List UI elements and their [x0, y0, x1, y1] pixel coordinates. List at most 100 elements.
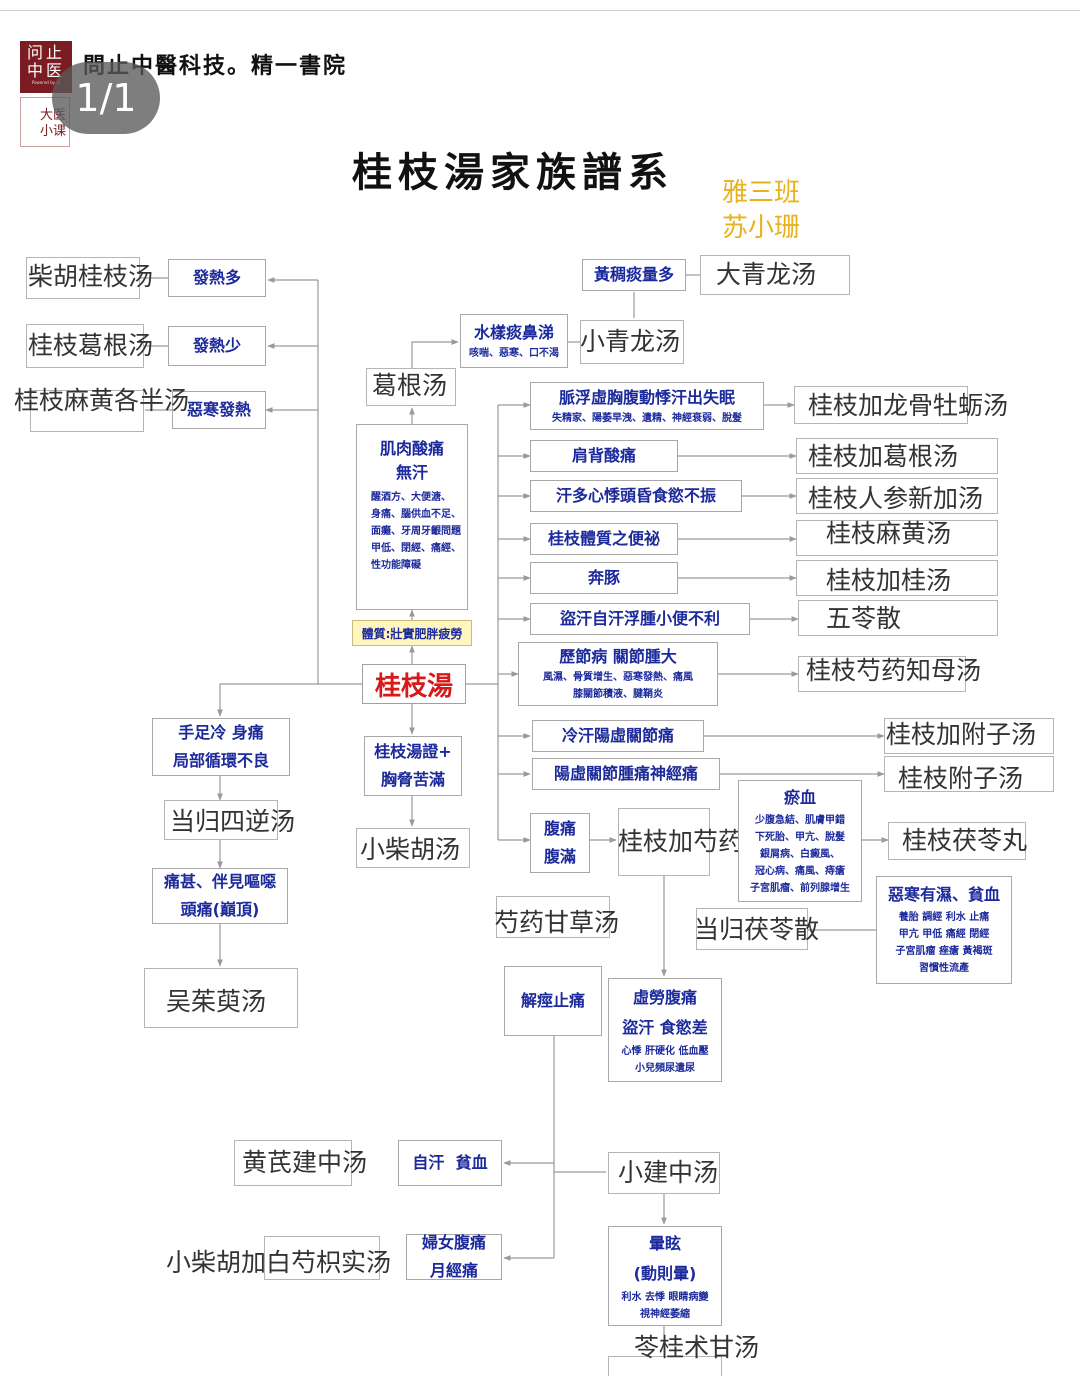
stasis-sub-1: 少腹急結、肌膚甲錯: [755, 814, 845, 826]
vertigo-sub-1: 利水 去悸 眼睛病變: [621, 1292, 709, 1303]
abd-full-label: 腹滿: [543, 847, 576, 866]
stasis-sub-3: 銀屑病、白癜風、: [760, 848, 840, 860]
fever-low-label: 發熱少: [192, 336, 241, 355]
chaihu-sign-label-1: 桂枝湯證+: [374, 742, 452, 761]
cold-damp-sub-4: 習慣性流產: [919, 963, 969, 974]
formula-huangqi-jianzhong: 黄芪建中汤: [242, 1148, 368, 1177]
danggui-sini-frame: [164, 800, 278, 840]
xiao-chaihu-frame: [356, 828, 470, 868]
vertigo-title-2: (動則暈): [633, 1264, 697, 1283]
headache-label-2: 頭痛(巔頂): [180, 900, 260, 919]
logo-text-1: 问止: [26, 43, 65, 62]
longgu-muli-frame: [794, 386, 968, 424]
cold-damp-sub-2: 甲亢 甲低 痛經 閉經: [898, 929, 990, 940]
self-sweat-label: 自汗 貧血: [412, 1153, 488, 1172]
stasis-box: 瘀血 少腹急結、肌膚甲錯 下死胎、甲亢、脫髮 銀屑病、白癜風、 冠心病、痛風、痔…: [738, 780, 862, 902]
formula-guizhi-gegen: 桂枝葛根汤: [28, 331, 154, 360]
spasm-label: 解痙止痛: [520, 991, 585, 1010]
wuzhuyu-frame: [144, 968, 298, 1028]
formula-da-qinglong: 大青龙汤: [716, 260, 817, 289]
formula-jia-shaoyao: 桂枝加芍药: [618, 827, 744, 856]
constitution-note: 體質:壯實肥胖疲勞: [352, 620, 472, 646]
guizhi-mahuang-frame: [796, 520, 998, 556]
shaoyao-zhimu-frame: [798, 656, 966, 692]
formula-wuling: 五苓散: [826, 604, 902, 633]
sweat-palp-label: 汗多心悸頭昏食慾不振: [555, 486, 716, 505]
formula-shaoyao-zhimu: 桂枝芍药知母汤: [806, 656, 982, 685]
vertigo-title: 暈眩: [648, 1234, 681, 1253]
author-line-1: 雅三班: [722, 178, 801, 208]
stasis-title: 瘀血: [783, 787, 816, 807]
formula-jia-fuzi: 桂枝加附子汤: [886, 720, 1037, 749]
formula-wuzhuyu: 吴茱萸汤: [166, 987, 267, 1016]
watery-phlegm-box: 水樣痰鼻涕 咳喘、惡寒、口不渴: [460, 314, 568, 368]
guizhi-tang-core: 桂枝湯: [362, 664, 466, 704]
muscle-sub-2: 身痛、腦供血不足、: [371, 509, 461, 520]
bentun-label: 奔豚: [587, 568, 620, 587]
page-indicator: 1/1: [52, 62, 160, 134]
joint-title: 歷節病 關節腫大: [559, 647, 677, 666]
formula-jia-gui: 桂枝加桂汤: [826, 566, 952, 595]
formula-fuzi: 桂枝附子汤: [898, 764, 1024, 793]
abdomen-box: 腹痛 腹滿: [530, 813, 590, 873]
fever-low-box: 發熱少: [168, 326, 266, 366]
formula-xiao-jianzhong: 小建中汤: [618, 1158, 719, 1187]
spasm-box: 解痙止痛: [504, 966, 602, 1036]
vertigo-sub-2: 視神經萎縮: [640, 1309, 690, 1320]
xulao-sub-1: 心悸 肝硬化 低血壓: [621, 1046, 709, 1057]
stasis-sub-5: 子宮肌瘤、前列腺增生: [750, 882, 850, 894]
muscle-sub-5: 性功能障礙: [371, 560, 421, 571]
sweat-palp-box: 汗多心悸頭昏食慾不振: [530, 480, 742, 512]
formula-fuling-wan: 桂枝茯苓丸: [902, 826, 1028, 855]
menses-pain-label: 月經痛: [429, 1261, 478, 1280]
night-sweat-box: 盜汗自汗浮腫小便不利: [530, 603, 750, 635]
abd-pain-label: 腹痛: [543, 819, 576, 838]
gegen-frame: [366, 368, 456, 406]
guizhi-mahuang-half-frame: [30, 390, 144, 432]
muscle-pain-title: 肌肉酸痛: [379, 439, 444, 458]
joint-sub-2: 膝關節積液、腱鞘炎: [573, 689, 663, 700]
xulao-title-2: 盜汗 食慾差: [622, 1018, 708, 1037]
cold-damp-title: 惡寒有濕、貧血: [887, 885, 1000, 904]
fever-high-label: 發熱多: [192, 268, 241, 287]
jia-shaoyao-frame: [618, 808, 710, 876]
jia-gegen-frame: [796, 438, 998, 474]
chaihu-sign-box: 桂枝湯證+ 胸脅苦滿: [364, 736, 462, 796]
headache-box: 痛甚、伴見嘔噁 頭痛(巔頂): [152, 868, 288, 924]
formula-xiao-chaihu-plus: 小柴胡加白芍枳实汤: [166, 1248, 392, 1277]
fever-high-box: 發熱多: [168, 259, 266, 297]
jia-gui-frame: [796, 560, 998, 596]
muscle-sub-3: 面癱、牙周牙齦問題: [371, 526, 461, 537]
constipation-box: 桂枝體質之便祕: [530, 523, 678, 555]
fuzi-frame: [884, 756, 1054, 792]
linggui-zhugan-frame: [608, 1356, 722, 1376]
xulao-title: 虛勞腹痛: [632, 988, 697, 1007]
formula-longgu-muli: 桂枝加龙骨牡蛎汤: [808, 391, 1009, 420]
xiao-chaihu-plus-frame: [264, 1236, 380, 1280]
muscle-sub-4: 甲低、閉經、痛經、: [371, 543, 461, 554]
da-qinglong-frame: [700, 255, 850, 295]
cold-limbs-box: 手足冷 身痛 局部循環不良: [152, 718, 290, 776]
formula-shaoyao-gancao: 芍药甘草汤: [494, 908, 620, 937]
core-label: 桂枝湯: [374, 671, 453, 702]
vertigo-box: 暈眩 (動則暈) 利水 去悸 眼睛病變 視神經萎縮: [608, 1226, 722, 1326]
formula-xiao-qinglong: 小青龙汤: [580, 327, 681, 356]
xiao-qinglong-frame: [580, 320, 684, 364]
logo-text-3: Powered by AI: [31, 80, 61, 85]
danggui-fuling-frame: [696, 908, 808, 950]
logo-text-2: 中医: [26, 61, 65, 80]
formula-linggui-zhugan: 苓桂术甘汤: [634, 1333, 760, 1362]
jia-fuzi-frame: [884, 718, 1054, 754]
formula-chaihu-guizhi: 柴胡桂枝汤: [28, 262, 154, 291]
cold-damp-sub-3: 子宮肌瘤 痤瘡 黃褐斑: [895, 946, 993, 957]
shoulder-label: 肩背酸痛: [571, 446, 636, 465]
night-sweat-label: 盜汗自汗浮腫小便不利: [559, 609, 720, 628]
joint-sub-1: 風濕、骨質增生、惡寒發熱、痛風: [543, 672, 693, 683]
chills-fever-label: 惡寒發熱: [186, 400, 251, 419]
cold-damp-sub-1: 養胎 調經 利水 止痛: [898, 912, 990, 923]
chaihu-sign-label-2: 胸脅苦滿: [380, 770, 445, 789]
page-title: 桂枝湯家族譜系: [352, 149, 674, 196]
formula-renshen-xinjia: 桂枝人参新加汤: [808, 484, 984, 513]
no-sweat-title: 無汗: [395, 463, 428, 482]
